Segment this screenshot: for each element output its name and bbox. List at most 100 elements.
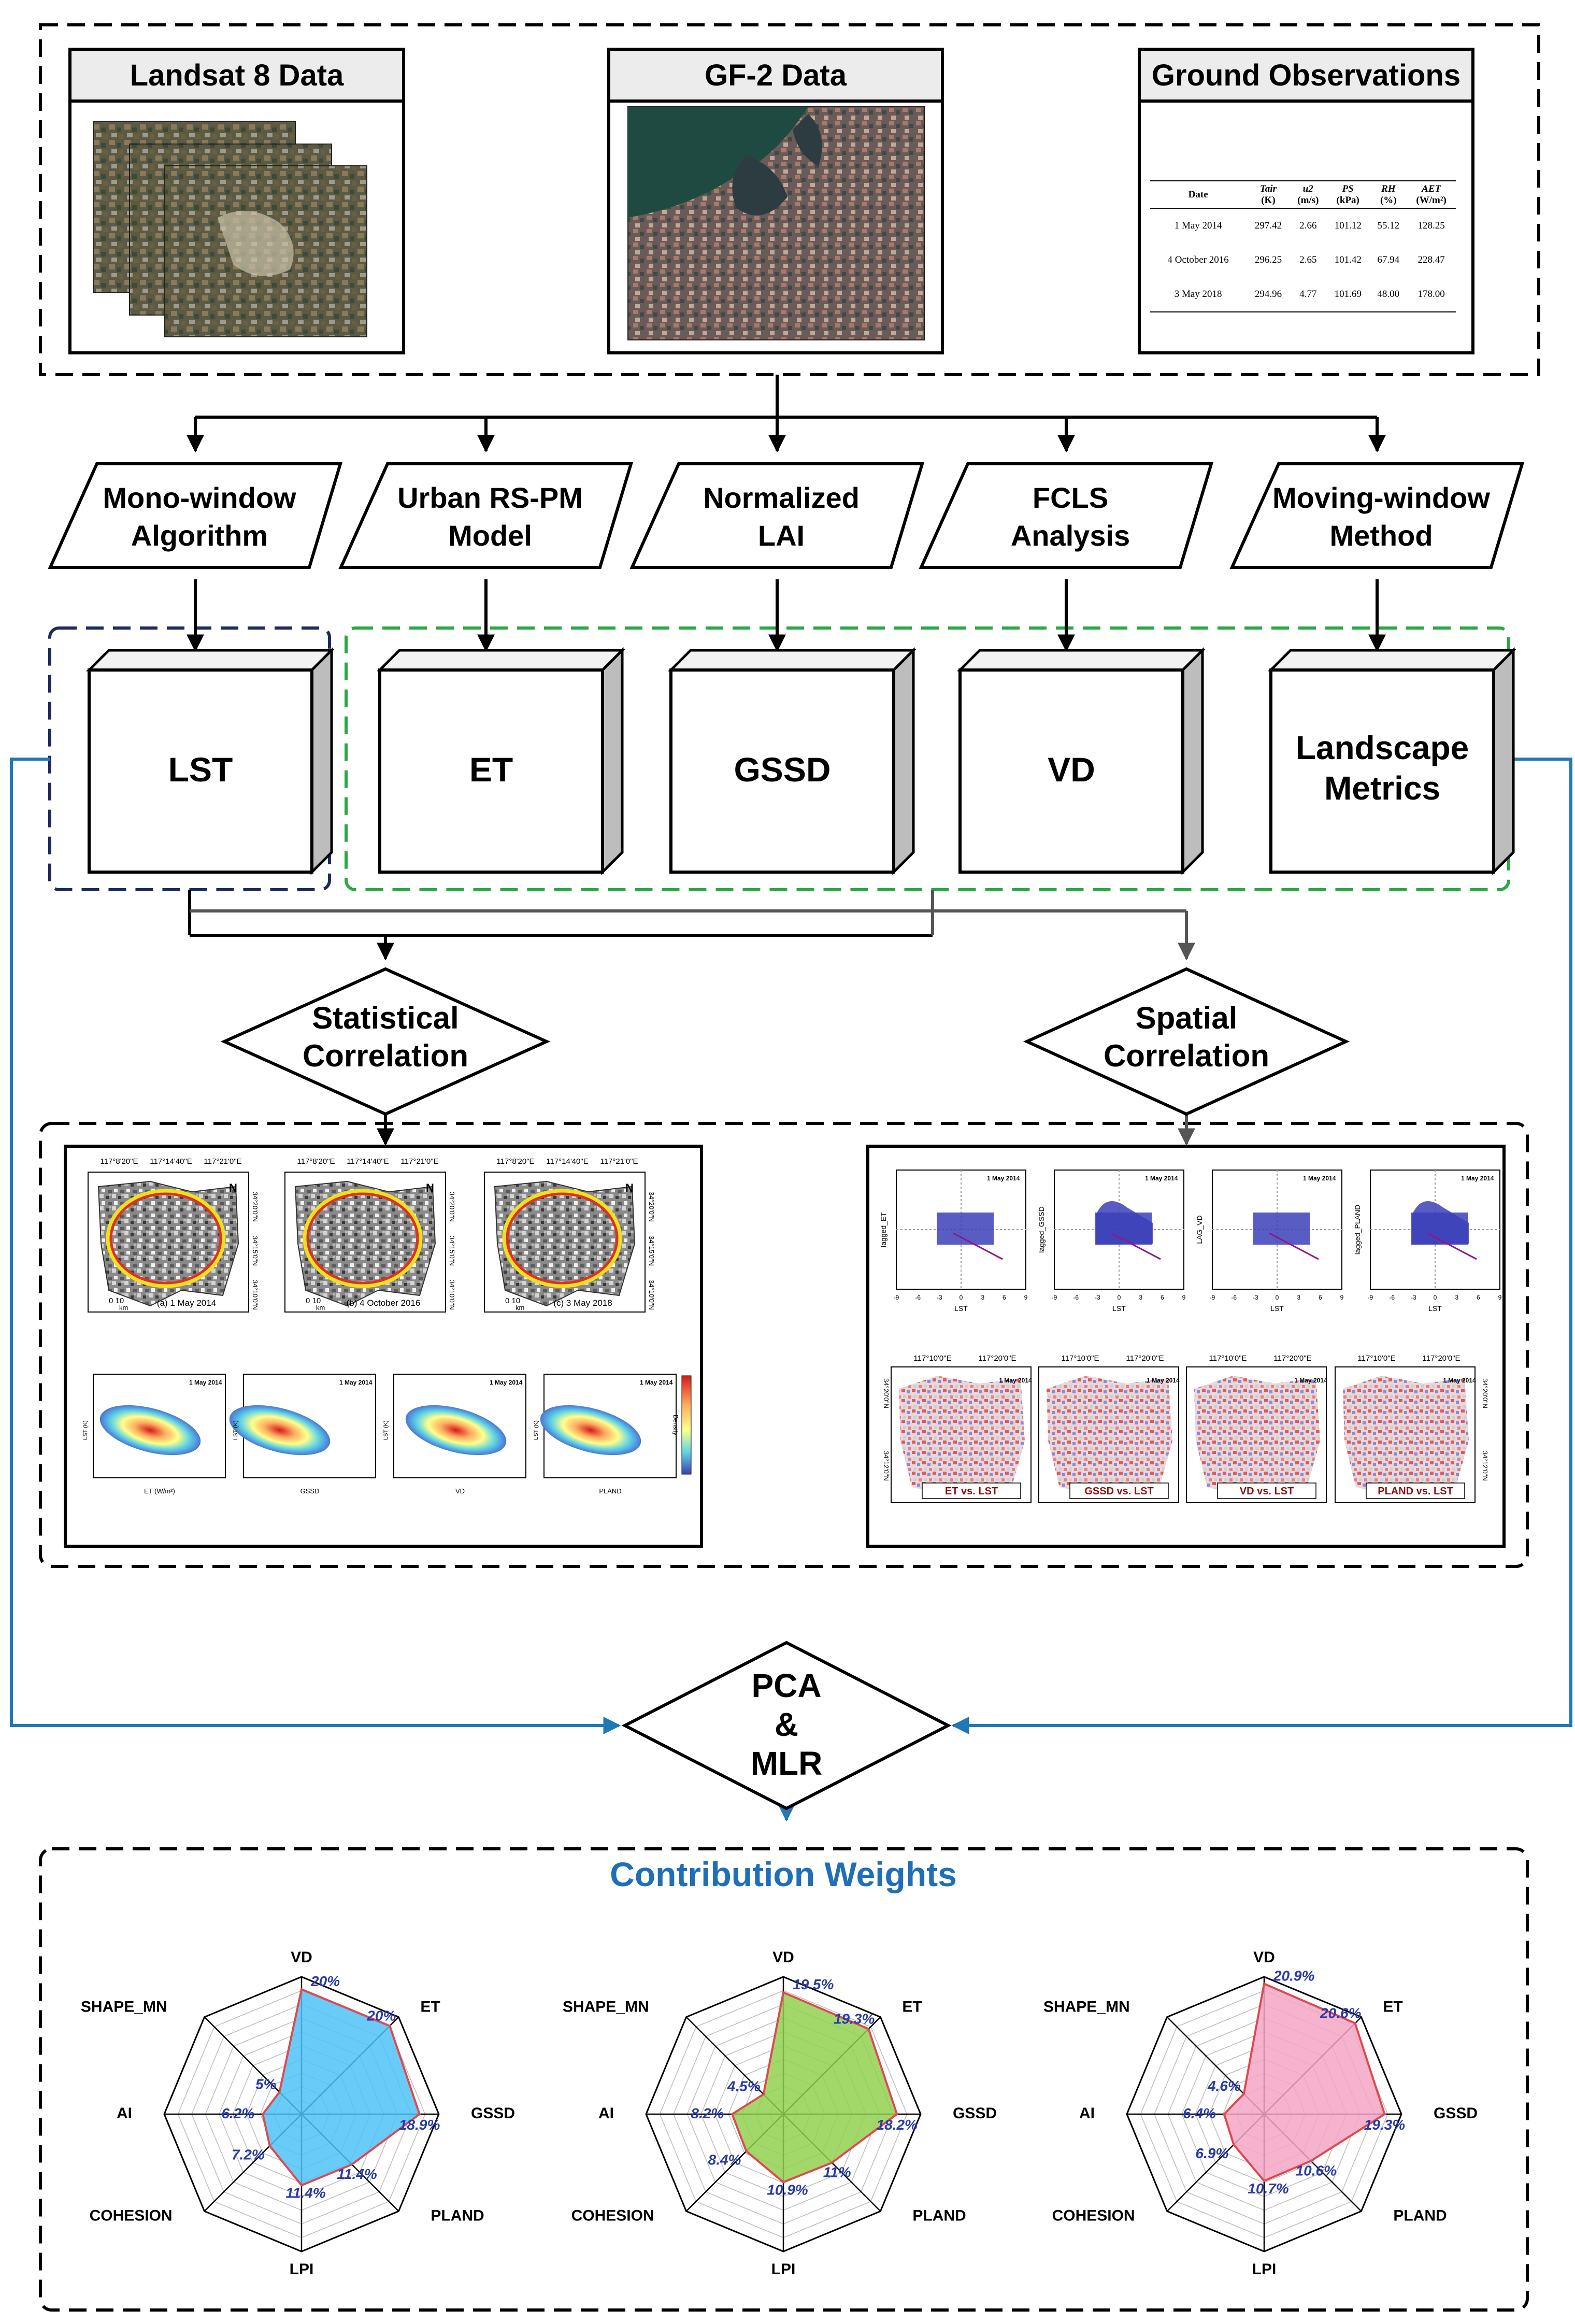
radar-chart: VDETGSSDPLANDLPICOHESIONAISHAPE_MN19.5%1… — [563, 1949, 997, 2278]
table-cell: 296.25 — [1254, 254, 1282, 265]
north-arrow-icon: N — [229, 1181, 237, 1194]
moran-tick: -9 — [1368, 1294, 1373, 1301]
table-cell: 101.69 — [1326, 277, 1370, 312]
radar-value-label: 11.4% — [285, 2185, 325, 2201]
moran-tick: 0 — [960, 1294, 963, 1301]
radar-value-label: 18.2% — [877, 2117, 918, 2133]
lisa-region — [1047, 1376, 1172, 1498]
table-cell: 4.77 — [1290, 277, 1326, 312]
map-caption: (c) 3 May 2018 — [553, 1298, 612, 1308]
map-coord-label: 117°21'0"E — [600, 1157, 638, 1166]
connector-lines — [187, 375, 1386, 1146]
lisa-label-box — [1366, 1482, 1465, 1499]
moran-date: 1 May 2014 — [987, 1175, 1020, 1182]
table-cell: 2.66 — [1299, 220, 1317, 231]
method-label-1: FCLS — [1033, 481, 1108, 514]
map-caption: (b) 4 October 2016 — [347, 1298, 421, 1308]
box-top-face — [85, 649, 335, 672]
radar-axis-label: GSSD — [1434, 2105, 1478, 2122]
radar-area — [262, 1988, 421, 2187]
ground-observations-title: Ground Observations — [1141, 51, 1471, 103]
lisa-date: 1 May 2014 — [1147, 1377, 1180, 1384]
moran-tick: -3 — [1095, 1294, 1100, 1301]
map-side-coord: 34°15'0"N — [251, 1236, 259, 1266]
ring-yellow — [106, 1189, 226, 1288]
table-cell: 3 May 2018 — [1150, 277, 1247, 312]
moran-tick: 0 — [1276, 1294, 1279, 1301]
scatter-xlabel: GSSD — [300, 1487, 320, 1495]
density-cloud — [540, 1405, 641, 1456]
landsat-title: Landsat 8 Data — [71, 51, 402, 103]
radar-value-label: 4.6% — [1207, 2078, 1241, 2094]
product-label-1: VD — [1048, 750, 1095, 789]
radar-value-label: 11.4% — [337, 2166, 377, 2182]
method-shape — [338, 462, 634, 569]
radar-chart: VDETGSSDPLANDLPICOHESIONAISHAPE_MN20%20%… — [81, 1949, 515, 2278]
table-cell: 67.94 — [1377, 254, 1400, 265]
radar-axis-label: SHAPE_MN — [1043, 1999, 1130, 2016]
ring-red — [306, 1192, 419, 1285]
ring-red — [506, 1192, 619, 1285]
weights-section-border — [39, 1847, 1529, 2312]
radar-value-label: 10.7% — [1248, 2180, 1288, 2197]
lisa-label-box — [922, 1482, 1021, 1499]
product-label-2: Metrics — [1324, 769, 1440, 807]
moran-tick: 0 — [1434, 1294, 1437, 1301]
table-header-cell: RH(%) — [1370, 180, 1407, 209]
method-label-2: LAI — [758, 519, 805, 552]
moran-fit-line — [953, 1232, 1003, 1260]
scale-label: 0 10 — [306, 1296, 321, 1305]
scatter-ylabel: LST (K) — [233, 1420, 239, 1440]
lisa-date: 1 May 2014 — [1294, 1377, 1327, 1384]
box-front-face — [378, 668, 604, 874]
map-coord-label: 117°8'20"E — [297, 1157, 335, 1166]
moran-date: 1 May 2014 — [1303, 1175, 1336, 1182]
table-header-cell: AET(W/m²) — [1407, 180, 1456, 209]
method-label-2: Analysis — [1011, 519, 1130, 552]
data-section-border — [39, 23, 1540, 376]
moran-tick: -9 — [894, 1294, 899, 1301]
map-coord-label: 117°14'40"E — [546, 1157, 588, 1166]
moran-xlabel: LST — [1112, 1304, 1126, 1313]
map-side-coord: 34°20'0"N — [648, 1192, 655, 1222]
box-top-face — [956, 649, 1206, 672]
moran-tick: -6 — [1389, 1294, 1395, 1301]
moran-fit-line — [1427, 1232, 1477, 1260]
moran-tick: 9 — [1498, 1294, 1502, 1301]
box-top-face — [667, 649, 917, 672]
moran-date: 1 May 2014 — [1145, 1175, 1178, 1182]
radar-value-label: 6.9% — [1195, 2145, 1228, 2161]
radar-axis-label: COHESION — [571, 2207, 654, 2224]
moran-date: 1 May 2014 — [1461, 1175, 1494, 1182]
moran-tick: -6 — [1231, 1294, 1237, 1301]
table-header-cell: u2(m/s) — [1290, 180, 1326, 209]
map-side-coord: 34°15'0"N — [448, 1236, 456, 1266]
radar-chart: VDETGSSDPLANDLPICOHESIONAISHAPE_MN20.9%2… — [1043, 1949, 1478, 2278]
box-front-face — [88, 668, 313, 874]
statistical-line1: Statistical — [312, 1001, 459, 1035]
scatter-date: 1 May 2014 — [339, 1379, 373, 1386]
weights-title: Contribution Weights — [610, 1855, 957, 1893]
method-shape — [1229, 462, 1525, 569]
map-side-coord: 34°20'0"N — [448, 1192, 456, 1222]
map-coord-label: 117°8'20"E — [496, 1157, 534, 1166]
method-label-2: Model — [448, 519, 532, 552]
product-box: VD — [956, 647, 1206, 876]
table-cell: 48.00 — [1370, 277, 1407, 312]
statistical-correlation-node: Statistical Correlation — [220, 967, 551, 1116]
table-header-cell: Tair(K) — [1246, 180, 1291, 209]
moran-tick: -3 — [1253, 1294, 1258, 1301]
moran-points-extra — [1412, 1201, 1469, 1245]
